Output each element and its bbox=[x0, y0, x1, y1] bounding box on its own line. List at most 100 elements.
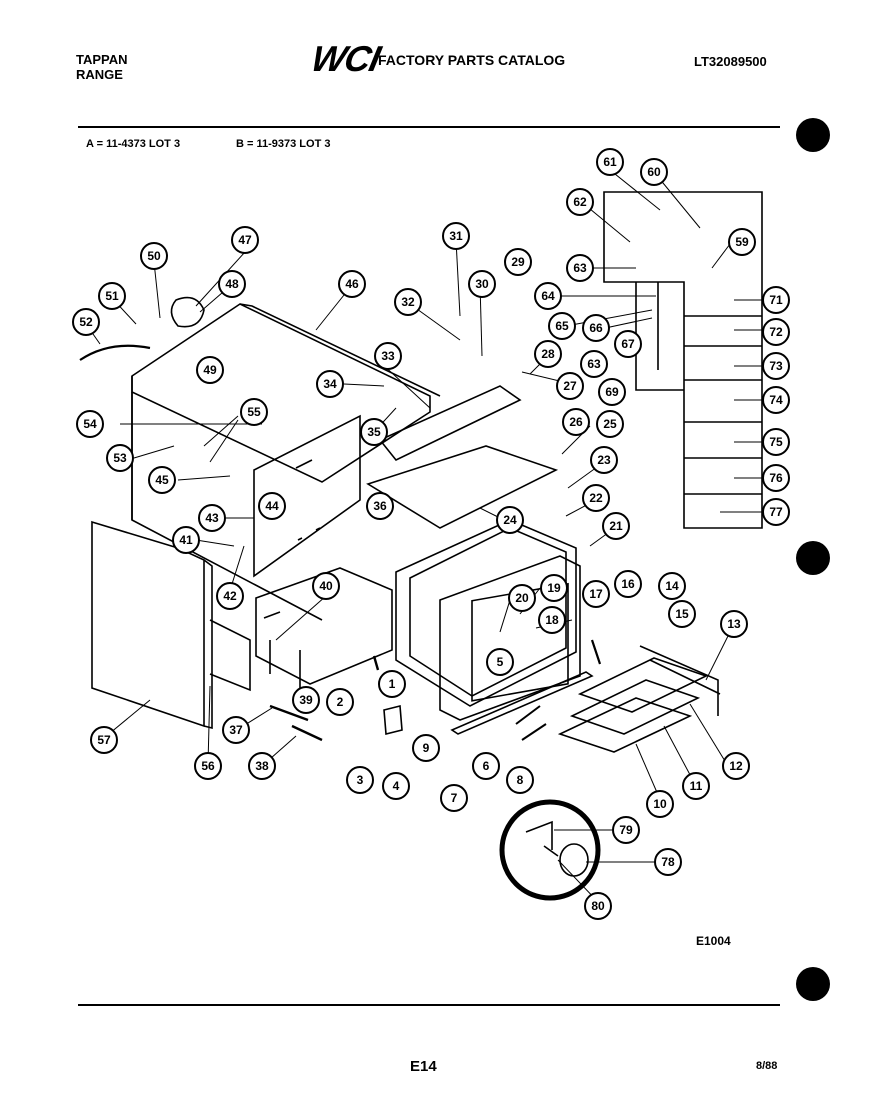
callout-78: 78 bbox=[654, 848, 682, 876]
callout-75: 75 bbox=[762, 428, 790, 456]
callout-65: 65 bbox=[548, 312, 576, 340]
svg-text:78: 78 bbox=[661, 855, 675, 869]
svg-text:73: 73 bbox=[769, 359, 783, 373]
callout-10: 10 bbox=[646, 790, 674, 818]
callout-66: 66 bbox=[582, 314, 610, 342]
callout-72: 72 bbox=[762, 318, 790, 346]
svg-text:51: 51 bbox=[105, 289, 119, 303]
svg-text:18: 18 bbox=[545, 613, 559, 627]
callout-32: 32 bbox=[394, 288, 422, 316]
svg-text:65: 65 bbox=[555, 319, 569, 333]
callout-11: 11 bbox=[682, 772, 710, 800]
callout-74: 74 bbox=[762, 386, 790, 414]
svg-text:13: 13 bbox=[727, 617, 741, 631]
callout-15: 15 bbox=[668, 600, 696, 628]
callout-16: 16 bbox=[614, 570, 642, 598]
callout-9: 9 bbox=[412, 734, 440, 762]
svg-text:42: 42 bbox=[223, 589, 237, 603]
callout-4: 4 bbox=[382, 772, 410, 800]
callout-26: 26 bbox=[562, 408, 590, 436]
cabinet-top bbox=[131, 303, 431, 483]
svg-text:46: 46 bbox=[345, 277, 359, 291]
svg-text:29: 29 bbox=[511, 255, 525, 269]
side-panel bbox=[91, 520, 205, 728]
svg-text:27: 27 bbox=[563, 379, 577, 393]
callout-53: 53 bbox=[106, 444, 134, 472]
callout-36: 36 bbox=[366, 492, 394, 520]
svg-text:56: 56 bbox=[201, 759, 215, 773]
svg-text:54: 54 bbox=[83, 417, 97, 431]
callout-59: 59 bbox=[728, 228, 756, 256]
callout-67: 67 bbox=[614, 330, 642, 358]
callout-3: 3 bbox=[346, 766, 374, 794]
back-panel bbox=[253, 414, 361, 578]
callout-1: 1 bbox=[378, 670, 406, 698]
bottom-pan bbox=[255, 567, 393, 685]
callout-13: 13 bbox=[720, 610, 748, 638]
callout-42: 42 bbox=[216, 582, 244, 610]
catalog-title: FACTORY PARTS CATALOG bbox=[378, 52, 566, 68]
callout-18: 18 bbox=[538, 606, 566, 634]
callout-7: 7 bbox=[440, 784, 468, 812]
callout-25: 25 bbox=[596, 410, 624, 438]
callout-27: 27 bbox=[556, 372, 584, 400]
svg-text:44: 44 bbox=[265, 499, 279, 513]
callout-43: 43 bbox=[198, 504, 226, 532]
callout-79: 79 bbox=[612, 816, 640, 844]
callout-33a: 33 bbox=[374, 342, 402, 370]
svg-text:26: 26 bbox=[569, 415, 583, 429]
svg-text:59: 59 bbox=[735, 235, 749, 249]
callout-17: 17 bbox=[582, 580, 610, 608]
svg-text:72: 72 bbox=[769, 325, 783, 339]
callout-62: 62 bbox=[566, 188, 594, 216]
svg-text:75: 75 bbox=[769, 435, 783, 449]
svg-text:41: 41 bbox=[179, 533, 193, 547]
svg-text:23: 23 bbox=[597, 453, 611, 467]
callout-71: 71 bbox=[762, 286, 790, 314]
callout-34: 34 bbox=[316, 370, 344, 398]
broiler-pan bbox=[569, 679, 701, 735]
svg-text:62: 62 bbox=[573, 195, 587, 209]
callout-63b: 63 bbox=[580, 350, 608, 378]
callout-35: 35 bbox=[360, 418, 388, 446]
svg-text:60: 60 bbox=[647, 165, 661, 179]
svg-text:52: 52 bbox=[79, 315, 93, 329]
brand-label: TAPPAN RANGE bbox=[76, 52, 128, 82]
callout-54: 54 bbox=[76, 410, 104, 438]
footer-rule bbox=[78, 1004, 780, 1006]
brand-line-2: RANGE bbox=[76, 67, 123, 82]
svg-text:48: 48 bbox=[225, 277, 239, 291]
callout-19: 19 bbox=[540, 574, 568, 602]
svg-text:57: 57 bbox=[97, 733, 111, 747]
callout-73: 73 bbox=[762, 352, 790, 380]
page-number: E14 bbox=[410, 1058, 437, 1075]
svg-text:32: 32 bbox=[401, 295, 415, 309]
svg-text:1: 1 bbox=[389, 677, 396, 691]
svg-text:21: 21 bbox=[609, 519, 623, 533]
callout-20: 20 bbox=[508, 584, 536, 612]
callout-21: 21 bbox=[602, 512, 630, 540]
svg-text:69: 69 bbox=[605, 385, 619, 399]
svg-text:3: 3 bbox=[357, 773, 364, 787]
callout-57: 57 bbox=[90, 726, 118, 754]
inset-circle bbox=[499, 799, 601, 901]
callout-29: 29 bbox=[504, 248, 532, 276]
terminal-block bbox=[170, 296, 205, 328]
callout-24: 24 bbox=[496, 506, 524, 534]
callout-23: 23 bbox=[590, 446, 618, 474]
callout-56: 56 bbox=[194, 752, 222, 780]
power-cord bbox=[79, 344, 151, 361]
callout-5: 5 bbox=[486, 648, 514, 676]
broiler-drawer bbox=[557, 697, 693, 753]
svg-text:20: 20 bbox=[515, 591, 529, 605]
svg-text:25: 25 bbox=[603, 417, 617, 431]
svg-text:31: 31 bbox=[449, 229, 463, 243]
burner-box bbox=[378, 385, 522, 461]
svg-text:40: 40 bbox=[319, 579, 333, 593]
svg-text:17: 17 bbox=[589, 587, 603, 601]
svg-text:16: 16 bbox=[621, 577, 635, 591]
svg-text:38: 38 bbox=[255, 759, 269, 773]
callout-51: 51 bbox=[98, 282, 126, 310]
svg-text:80: 80 bbox=[591, 899, 605, 913]
callout-49: 49 bbox=[196, 356, 224, 384]
